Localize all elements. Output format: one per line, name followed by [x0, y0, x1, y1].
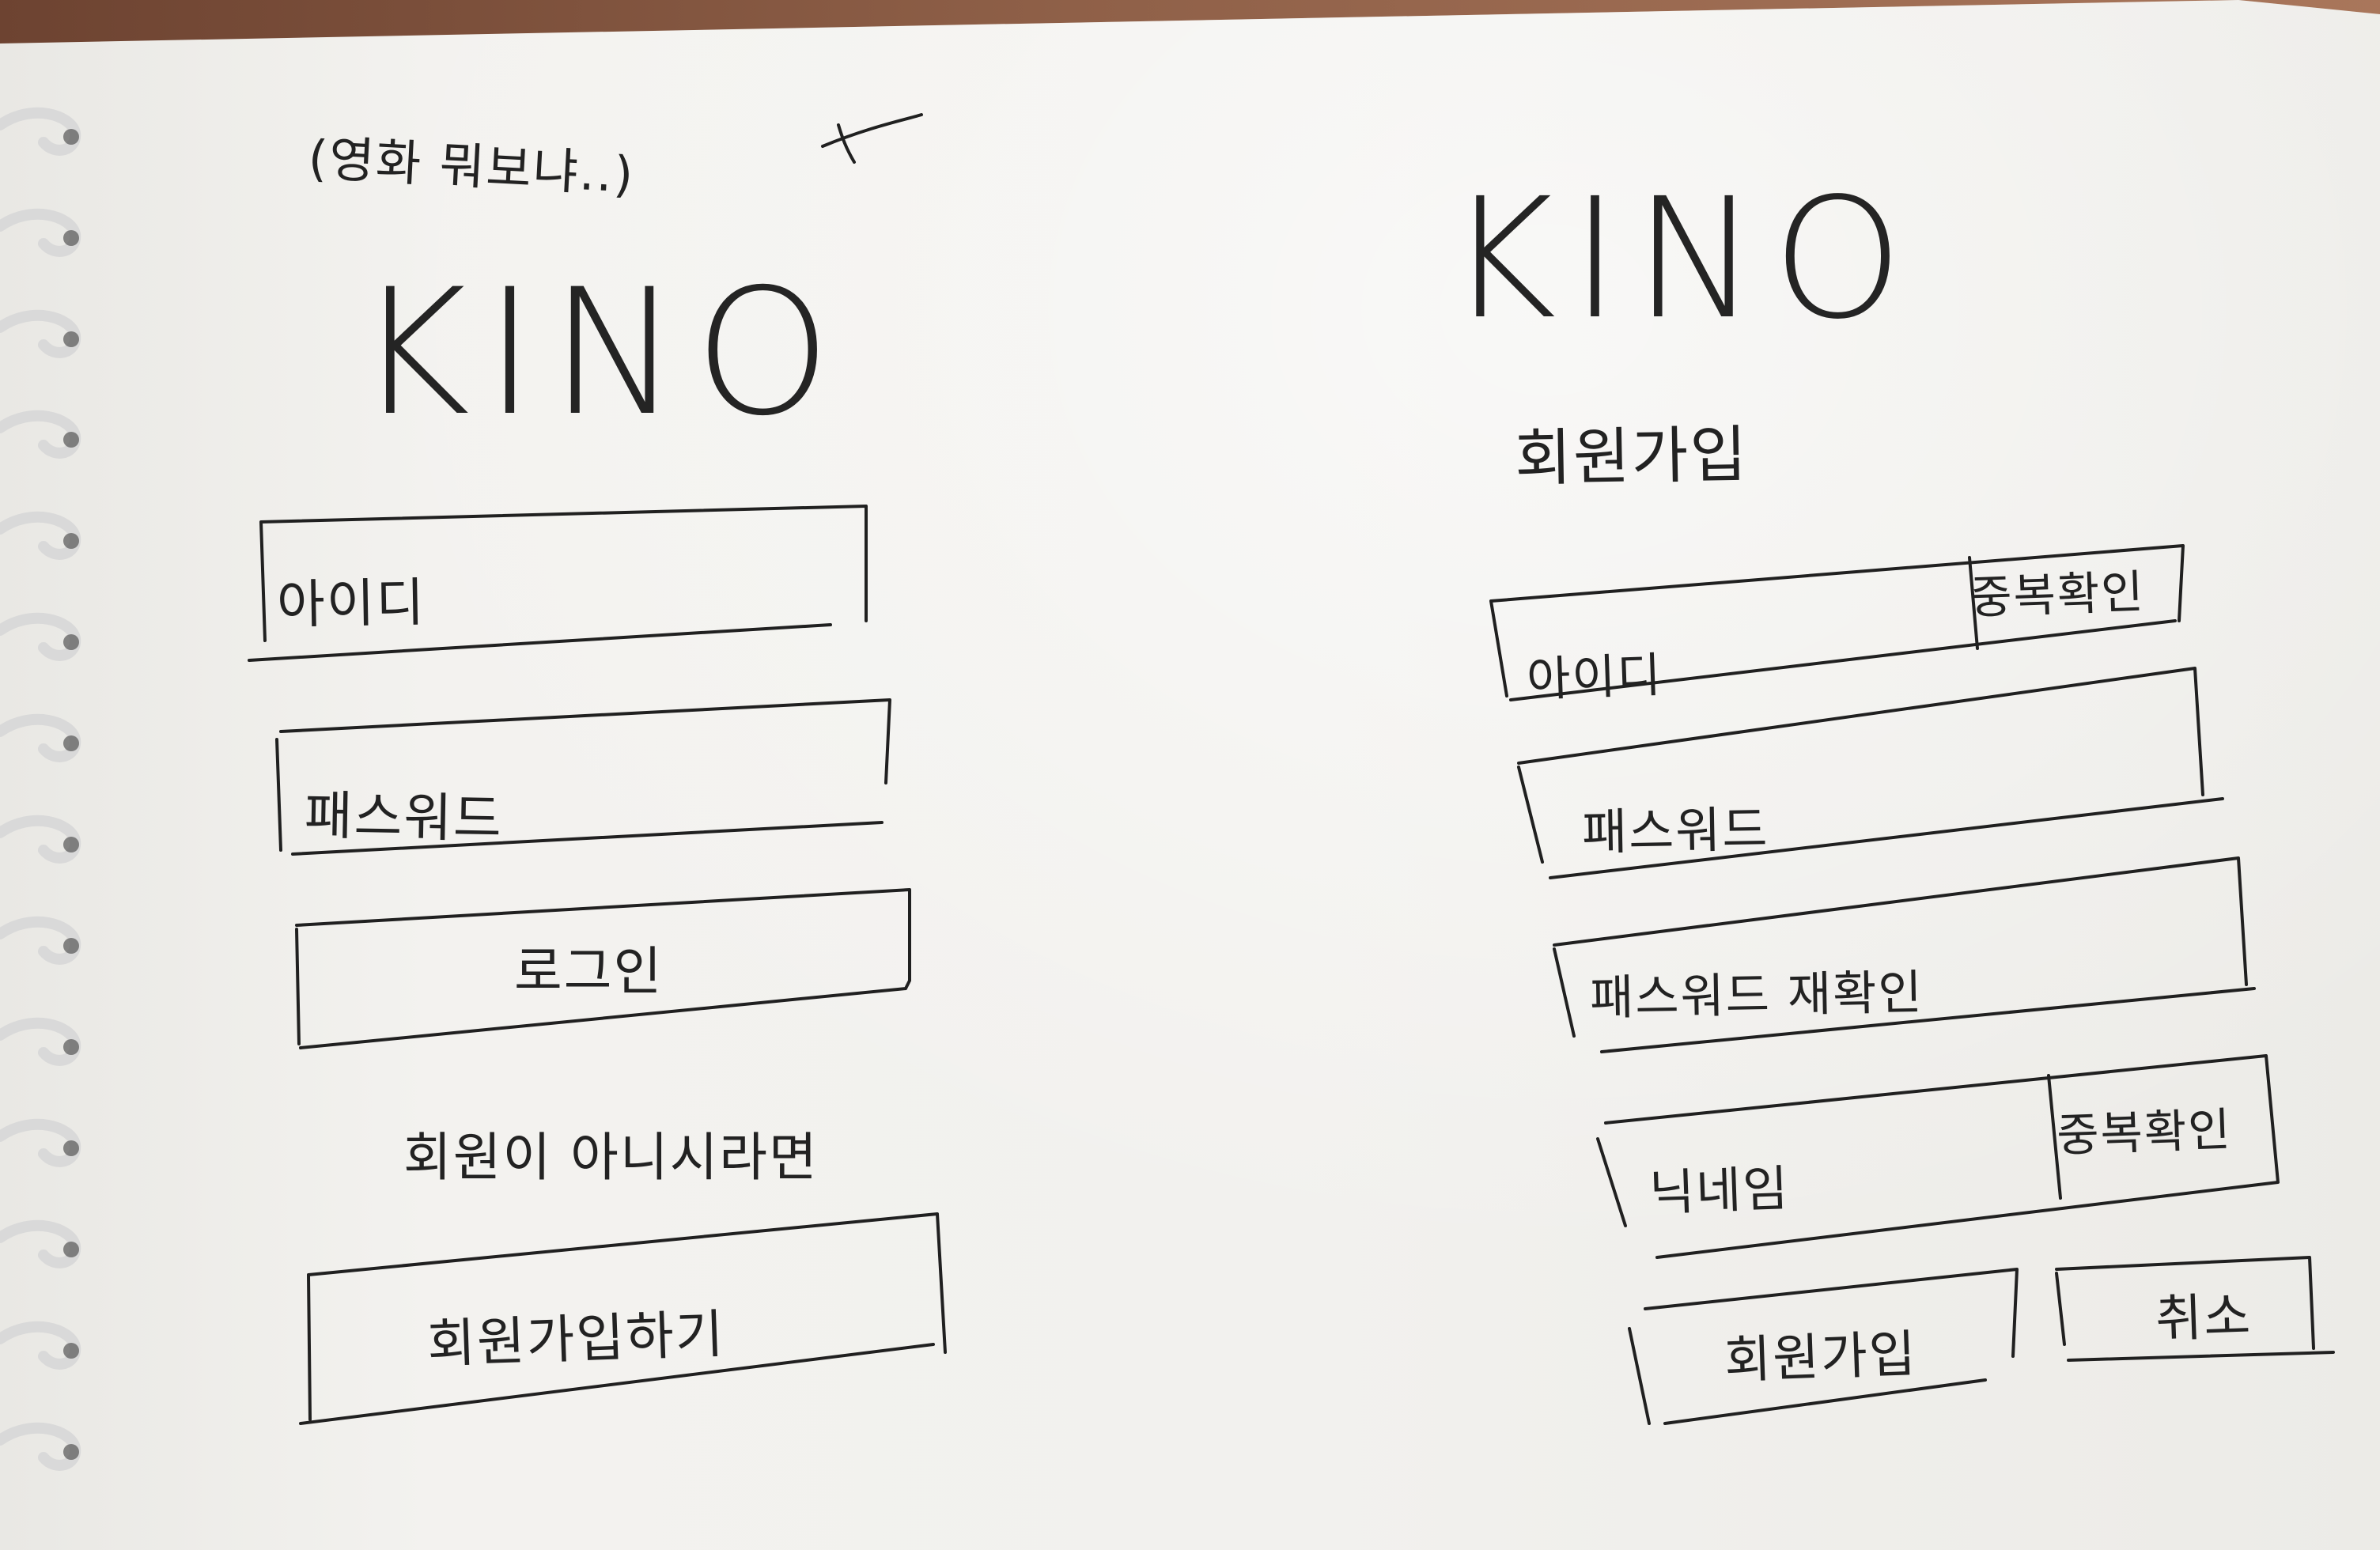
right-cancel-box: [2055, 1256, 2335, 1362]
signup-password-confirm-input[interactable]: [1554, 862, 2246, 1044]
spiral-hole: [63, 331, 79, 347]
left-pw-box: [275, 698, 891, 856]
right-id-box: [1489, 544, 2185, 701]
left-id-box: [248, 505, 868, 662]
spiral-hole: [63, 1140, 79, 1156]
spiral-hole: [63, 230, 79, 246]
note-arrow: [821, 113, 923, 164]
signup-password-input[interactable]: [1519, 672, 2207, 870]
spiral-binding: [0, 107, 81, 1471]
spiral-hole: [63, 129, 79, 145]
spiral-hole: [63, 634, 79, 650]
spiral-hole: [63, 735, 79, 751]
spiral-hole: [63, 1444, 79, 1460]
join-button[interactable]: [1637, 1273, 2017, 1420]
spiral-hole: [63, 1242, 79, 1257]
spiral-hole: [63, 938, 79, 954]
spiral-hole: [63, 837, 79, 852]
login-id-input[interactable]: [261, 514, 866, 648]
spiral-hole: [63, 1039, 79, 1055]
spiral-hole: [63, 1343, 79, 1359]
right-id-check-divider: [1968, 556, 1979, 650]
spiral-hole: [63, 432, 79, 448]
login-button[interactable]: [297, 894, 910, 1044]
login-password-input[interactable]: [281, 704, 890, 846]
spiral-hole: [63, 533, 79, 549]
right-pw2-box: [1553, 856, 2256, 1053]
right-nick-box: [1596, 1054, 2280, 1259]
right-nick-check-divider: [2047, 1074, 2062, 1200]
signup-id-input[interactable]: [1495, 554, 1969, 692]
cancel-button[interactable]: [2056, 1261, 2325, 1356]
id-check-button[interactable]: [1969, 546, 2183, 645]
signup-nickname-input[interactable]: [1606, 1076, 2056, 1249]
go-signup-button[interactable]: [308, 1218, 945, 1416]
nickname-check-button[interactable]: [2049, 1060, 2278, 1194]
left-login-box: [295, 888, 911, 1049]
right-join-box: [1628, 1268, 2019, 1425]
right-pw-box: [1517, 667, 2224, 879]
left-signup-box: [299, 1212, 947, 1425]
